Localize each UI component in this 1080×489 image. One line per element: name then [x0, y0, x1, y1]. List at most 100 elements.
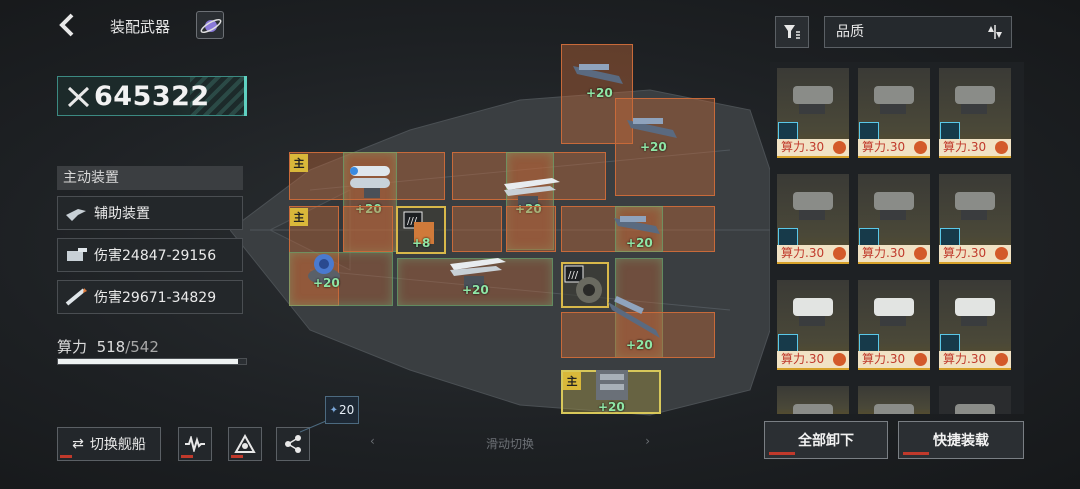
unload-all-label: 全部卸下 [798, 433, 854, 449]
gear-icon [995, 353, 1008, 366]
gear-icon [833, 247, 846, 260]
waveform-icon [185, 436, 205, 452]
railgun-weapon-icon [608, 296, 660, 338]
badge-connector [300, 420, 327, 433]
weapon-thumbnail-icon [874, 192, 914, 220]
compute-label-text: 算力 [57, 338, 88, 356]
weapon-card[interactable]: 算力.30 [858, 280, 930, 370]
weapon-thumbnail-icon [793, 404, 833, 414]
weapon-level: +20 [640, 140, 667, 154]
damage-1-text: 伤害24847-29156 [94, 248, 217, 264]
unload-all-button[interactable]: 全部卸下 [764, 421, 888, 459]
weapon-slot[interactable] [452, 206, 502, 252]
weapon-level: +20 [515, 202, 542, 216]
main-tag: 主 [290, 208, 308, 226]
quality-sort-dropdown[interactable]: 品质 [824, 16, 1012, 48]
weapon-card[interactable]: 算力.30 [858, 68, 930, 158]
weapon-level: +20 [626, 338, 653, 352]
weapon-slot[interactable] [615, 98, 715, 196]
cannon-weapon-icon [350, 166, 390, 198]
card-power-label: 算力.30 [939, 139, 1011, 156]
weapon-card[interactable] [777, 386, 849, 414]
weapon-card[interactable]: 算力.30 [858, 174, 930, 264]
weapon-thumbnail-icon [874, 404, 914, 414]
missile-icon [65, 288, 87, 306]
filter-button[interactable] [775, 16, 809, 48]
compute-progress-fill [58, 359, 238, 364]
chevron-left-icon: ‹ [370, 434, 375, 448]
weapon-slot[interactable] [506, 206, 556, 252]
weapon-card[interactable]: 算力.30 [777, 280, 849, 370]
planet-icon[interactable] [196, 11, 224, 39]
weapon-slot[interactable] [561, 44, 633, 144]
missile-launcher-icon [504, 178, 560, 206]
weapon-thumbnail-icon [955, 404, 995, 414]
damage-stat-row-1: 伤害24847-29156 [57, 238, 243, 272]
fleet-count-badge: ✦ 20 [325, 396, 359, 424]
card-power-label: 算力.30 [777, 245, 849, 262]
card-power-label: 算力.30 [858, 245, 930, 262]
back-icon[interactable] [56, 12, 80, 38]
weapon-slot[interactable] [289, 252, 393, 306]
filter-icon [784, 25, 800, 39]
weapon-level: +20 [462, 283, 489, 297]
gear-icon [914, 141, 927, 154]
weapon-thumbnail-icon [793, 298, 833, 326]
weapon-thumbnail-icon [793, 192, 833, 220]
card-power-label: 算力.30 [858, 351, 930, 368]
waveform-button[interactable] [178, 427, 212, 461]
drone-icon: ✦ [329, 404, 339, 416]
turret-icon [67, 248, 87, 261]
weapon-thumbnail-icon [955, 298, 995, 326]
weapon-thumbnail-icon [955, 86, 995, 114]
weapon-thumbnail-icon [793, 86, 833, 114]
quick-equip-label: 快捷装载 [933, 433, 989, 449]
quality-label: 品质 [836, 24, 864, 40]
jet-icon [66, 209, 86, 221]
weapon-level: +20 [586, 86, 613, 100]
auxiliary-device-button[interactable]: 辅助装置 [57, 196, 243, 230]
card-power-label: 算力.30 [939, 245, 1011, 262]
quick-equip-button[interactable]: 快捷装载 [898, 421, 1024, 459]
weapon-card[interactable]: 算力.30 [939, 174, 1011, 264]
weapon-card[interactable] [858, 386, 930, 414]
weapon-thumbnail-icon [955, 192, 995, 220]
railgun-weapon-icon [627, 118, 677, 138]
active-device-header: 主动装置 [57, 166, 243, 190]
weapon-card[interactable]: 算力.30 [777, 68, 849, 158]
main-tag: 主 [290, 154, 308, 172]
gear-icon [914, 353, 927, 366]
weapon-slot[interactable] [343, 206, 393, 252]
shield-module-icon: /// [564, 265, 602, 303]
weapon-level: +20 [598, 400, 625, 414]
compute-progress-bar [57, 358, 247, 365]
heavy-cannon-icon [596, 370, 628, 400]
compute-max: /542 [125, 338, 159, 356]
crossed-swords-icon [67, 86, 90, 108]
gear-icon [995, 141, 1008, 154]
weapon-card[interactable] [939, 386, 1011, 414]
inventory-grid: 算力.30 算力.30 算力.30 算力.30 算力.30 算力.30 算力.30 算力.30… [770, 62, 1024, 414]
chevron-right-icon: › [645, 434, 650, 448]
weapon-card[interactable]: 算力.30 [939, 280, 1011, 370]
compute-label: 算力 518/542 [57, 336, 159, 357]
weapon-card[interactable]: 算力.30 [939, 68, 1011, 158]
fleet-icon [234, 434, 256, 453]
fleet-button[interactable] [228, 427, 262, 461]
weapon-level: +20 [313, 276, 340, 290]
card-power-label: 算力.30 [858, 139, 930, 156]
dome-turret-icon [308, 254, 340, 284]
card-power-label: 算力.30 [777, 351, 849, 368]
damage-stat-row-2: 伤害29671-34829 [57, 280, 243, 314]
weapon-level: +8 [412, 236, 431, 250]
main-tag: 主 [563, 372, 581, 390]
weapon-card[interactable]: 算力.30 [777, 174, 849, 264]
gear-icon [995, 247, 1008, 260]
switch-ship-button[interactable]: ⇄ 切换舰船 [57, 427, 161, 461]
weapon-thumbnail-icon [874, 86, 914, 114]
weapon-level: +20 [626, 236, 653, 250]
share-button[interactable] [276, 427, 310, 461]
sort-toggle-icon [988, 25, 1002, 39]
swap-icon: ⇄ [72, 436, 84, 452]
gear-icon [833, 353, 846, 366]
